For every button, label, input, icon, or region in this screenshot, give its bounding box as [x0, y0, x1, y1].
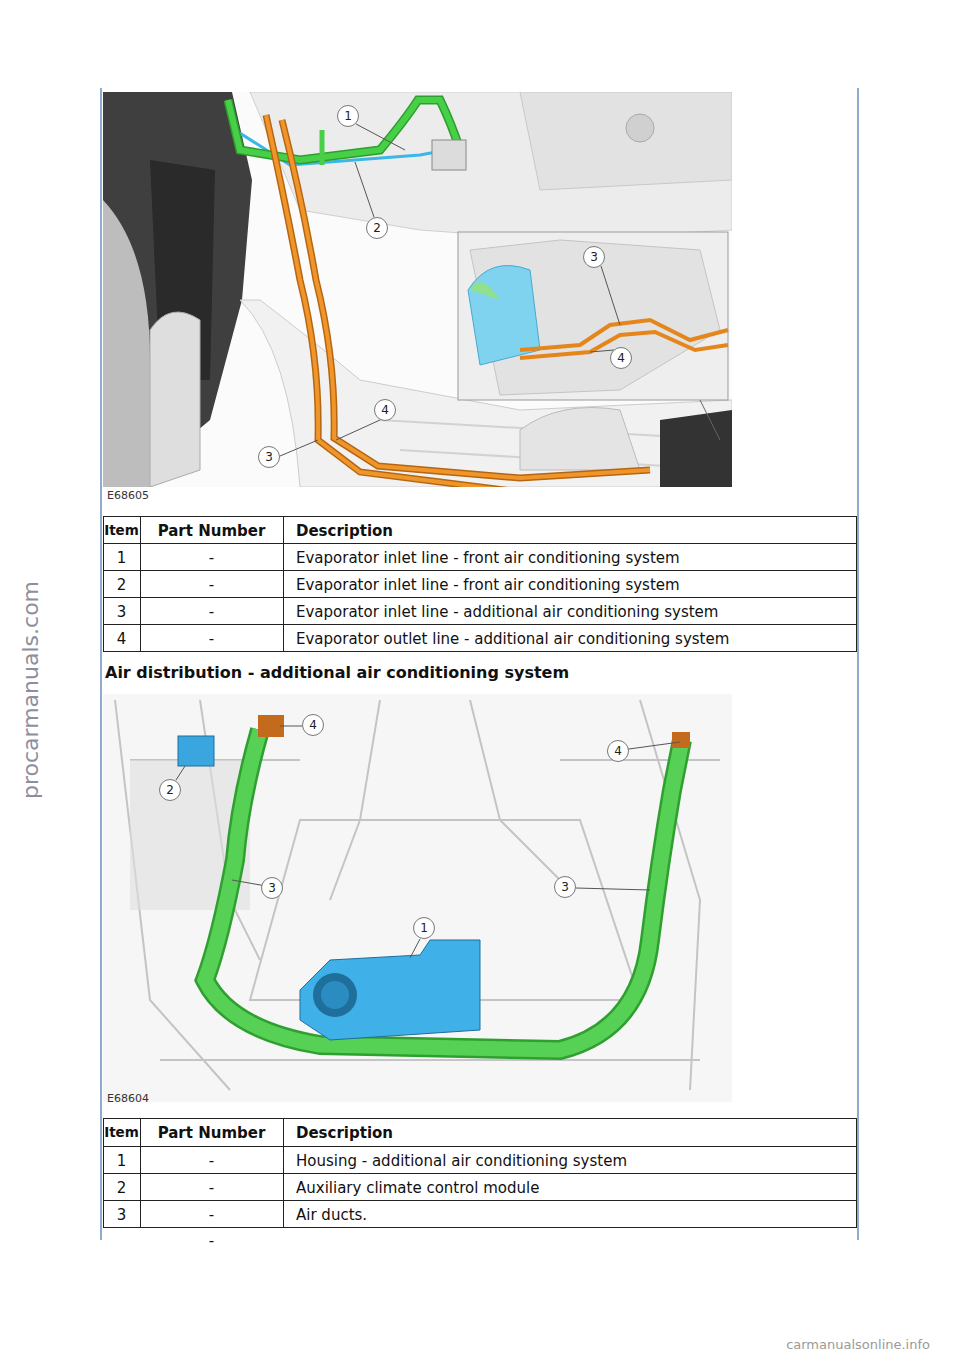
- callout-number: 3: [554, 876, 576, 898]
- table-cell: -: [209, 1206, 214, 1224]
- table-cell: 2: [117, 1179, 127, 1197]
- table-cell: Item: [104, 522, 139, 538]
- table-cell: Evaporator outlet line - additional air …: [296, 630, 729, 648]
- watermark: procarmanuals.com: [18, 581, 44, 799]
- pipe-illustration: [103, 92, 732, 487]
- section-heading: Air distribution - additional air condit…: [105, 663, 569, 682]
- table-cell: Part Number: [158, 1124, 266, 1142]
- callout-number: 2: [159, 779, 181, 801]
- table-cell: 2: [117, 576, 127, 594]
- table-cell: Air ducts.: [296, 1206, 367, 1224]
- table-cell: -: [209, 549, 214, 567]
- callout-number: 4: [374, 399, 396, 421]
- callout-number: 3: [258, 446, 280, 468]
- table-cell: 3: [117, 1206, 127, 1224]
- table-cell: Auxiliary climate control module: [296, 1179, 539, 1197]
- callout-number: 3: [261, 877, 283, 899]
- watermark: carmanualsonline.info: [786, 1337, 930, 1353]
- table-cell: -: [209, 1152, 214, 1170]
- figure-code: E68605: [107, 489, 149, 502]
- table-cell: Item: [104, 1124, 139, 1140]
- table-cell: Evaporator inlet line - front air condit…: [296, 576, 680, 594]
- callout-number: 1: [413, 917, 435, 939]
- table-cell: -: [209, 603, 214, 621]
- table-cell: -: [209, 630, 214, 648]
- duct-illustration: [103, 694, 732, 1102]
- table-cell: Evaporator inlet line - additional air c…: [296, 603, 718, 621]
- table-cell: Evaporator inlet line - front air condit…: [296, 549, 680, 567]
- leader-lines: [176, 726, 680, 958]
- callout-number: 4: [302, 714, 324, 736]
- table-cell: Housing - additional air conditioning sy…: [296, 1152, 627, 1170]
- callout-number: 3: [583, 246, 605, 268]
- table-cell: Part Number: [158, 522, 266, 540]
- table-grid: [104, 517, 857, 652]
- table-cell: 1: [117, 549, 127, 567]
- table-cell: 4: [117, 630, 127, 648]
- table-cell: Description: [296, 1124, 393, 1142]
- table-cell: Description: [296, 522, 393, 540]
- callout-number: 2: [366, 217, 388, 239]
- table-cell: -: [209, 576, 214, 594]
- leader-lines: [280, 124, 620, 456]
- callout-number: 4: [607, 740, 629, 762]
- table-cell: -: [209, 1179, 214, 1197]
- table-cell: -: [209, 1232, 214, 1250]
- table-cell: 3: [117, 603, 127, 621]
- figure-code: E68604: [107, 1092, 149, 1105]
- table-cell: 1: [117, 1152, 127, 1170]
- table-grid: [104, 1119, 857, 1228]
- callout-number: 1: [337, 105, 359, 127]
- callout-number: 4: [610, 347, 632, 369]
